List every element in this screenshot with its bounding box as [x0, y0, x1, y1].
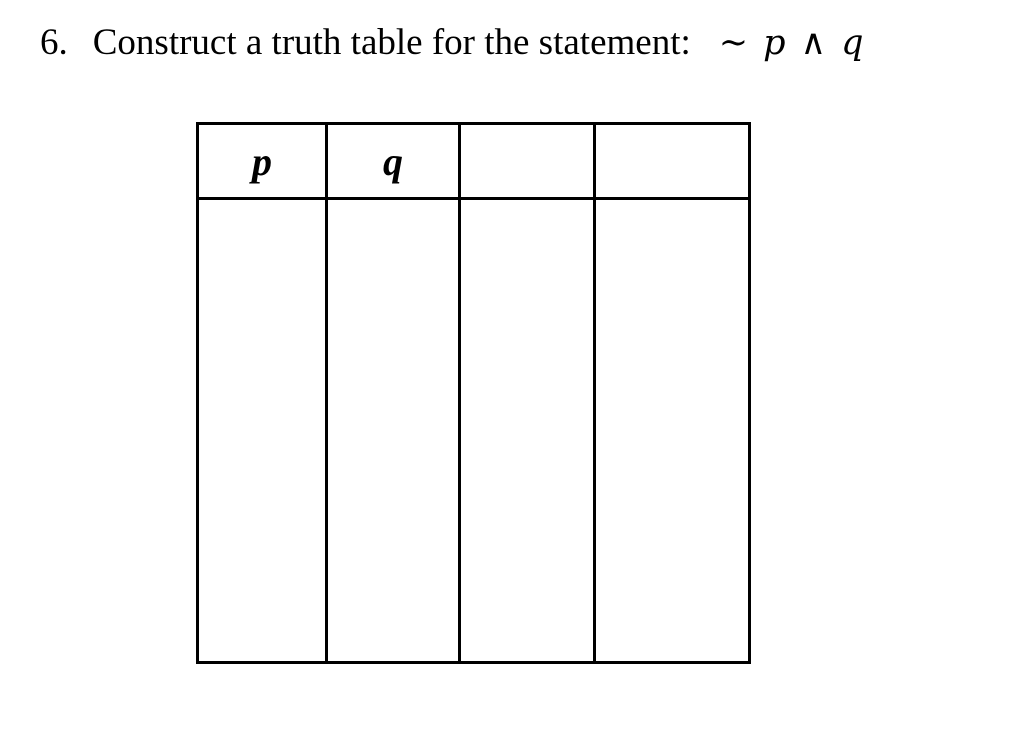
header-cell-p: p	[196, 122, 328, 200]
truth-table-body-row	[196, 197, 751, 664]
body-cell-blank-2	[593, 197, 751, 664]
problem-prompt: Construct a truth table for the statemen…	[92, 22, 691, 63]
variable-q: q	[841, 23, 864, 63]
truth-table: p q	[196, 122, 751, 664]
problem-heading: 6. Construct a truth table for the statem…	[40, 22, 864, 65]
header-cell-blank-1	[458, 122, 596, 200]
logic-statement: ~ p ∧ q	[719, 23, 864, 63]
body-cell-blank-1	[458, 197, 596, 664]
body-cell-p	[196, 197, 328, 664]
negation-symbol: ~	[718, 23, 749, 63]
problem-number: 6.	[40, 22, 68, 63]
truth-table-header-row: p q	[196, 122, 751, 200]
header-cell-q: q	[325, 122, 461, 200]
body-cell-q	[325, 197, 461, 664]
conjunction-symbol: ∧	[800, 23, 827, 63]
header-cell-blank-2	[593, 122, 751, 200]
variable-p: p	[763, 23, 786, 63]
